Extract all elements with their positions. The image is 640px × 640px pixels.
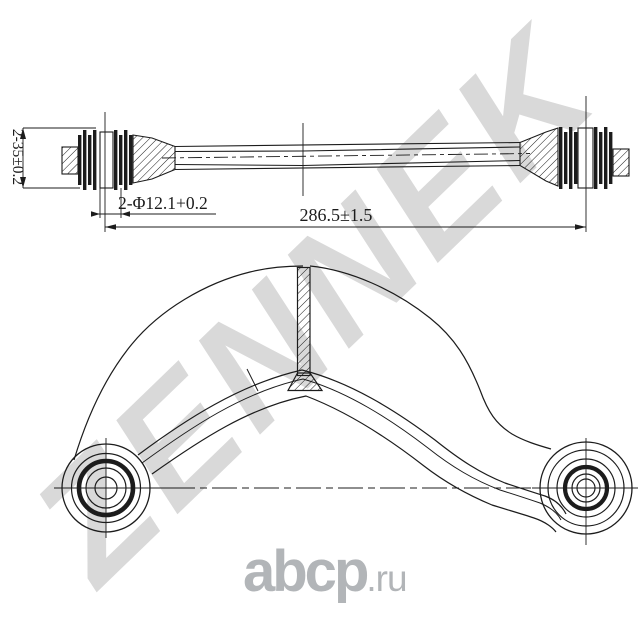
rod: [161, 141, 531, 171]
right-cone: [519, 127, 559, 187]
arm-outer-contour-right: [309, 265, 552, 450]
right-sleeve-end: [612, 148, 630, 177]
logo-suffix-text: .ru: [366, 558, 407, 599]
left-sleeve-end: [61, 146, 79, 175]
arm-band-bottom: [151, 395, 557, 533]
right-bushing-core: [577, 127, 594, 189]
left-bushing-ribs: [78, 130, 133, 190]
center-rib: [286, 266, 324, 392]
left-cone: [132, 134, 176, 184]
arm-band-mid: [141, 378, 562, 521]
top-view-rod-with-bushings: [61, 123, 630, 196]
band-tick-mark: [246, 368, 259, 392]
right-bushing-ribs: [559, 127, 613, 189]
bottom-view-curved-arm: [54, 265, 638, 545]
logo-main-text: abcp: [243, 539, 369, 604]
dim-bushing-length: 2-35±0.2: [9, 129, 26, 185]
right-ring-bushing: [532, 438, 638, 545]
dim-bore-diameter: 2-Φ12.1+0.2: [118, 193, 208, 213]
arm-band-top: [137, 369, 567, 515]
abcp-ru-logo: abcp.ru: [243, 543, 408, 601]
left-ring-bushing: [54, 438, 170, 538]
dimensions: [20, 96, 587, 232]
dim-center-distance: 286.5±1.5: [300, 205, 373, 225]
left-bushing-core: [99, 131, 114, 189]
arm-outer-contour: [73, 265, 304, 461]
